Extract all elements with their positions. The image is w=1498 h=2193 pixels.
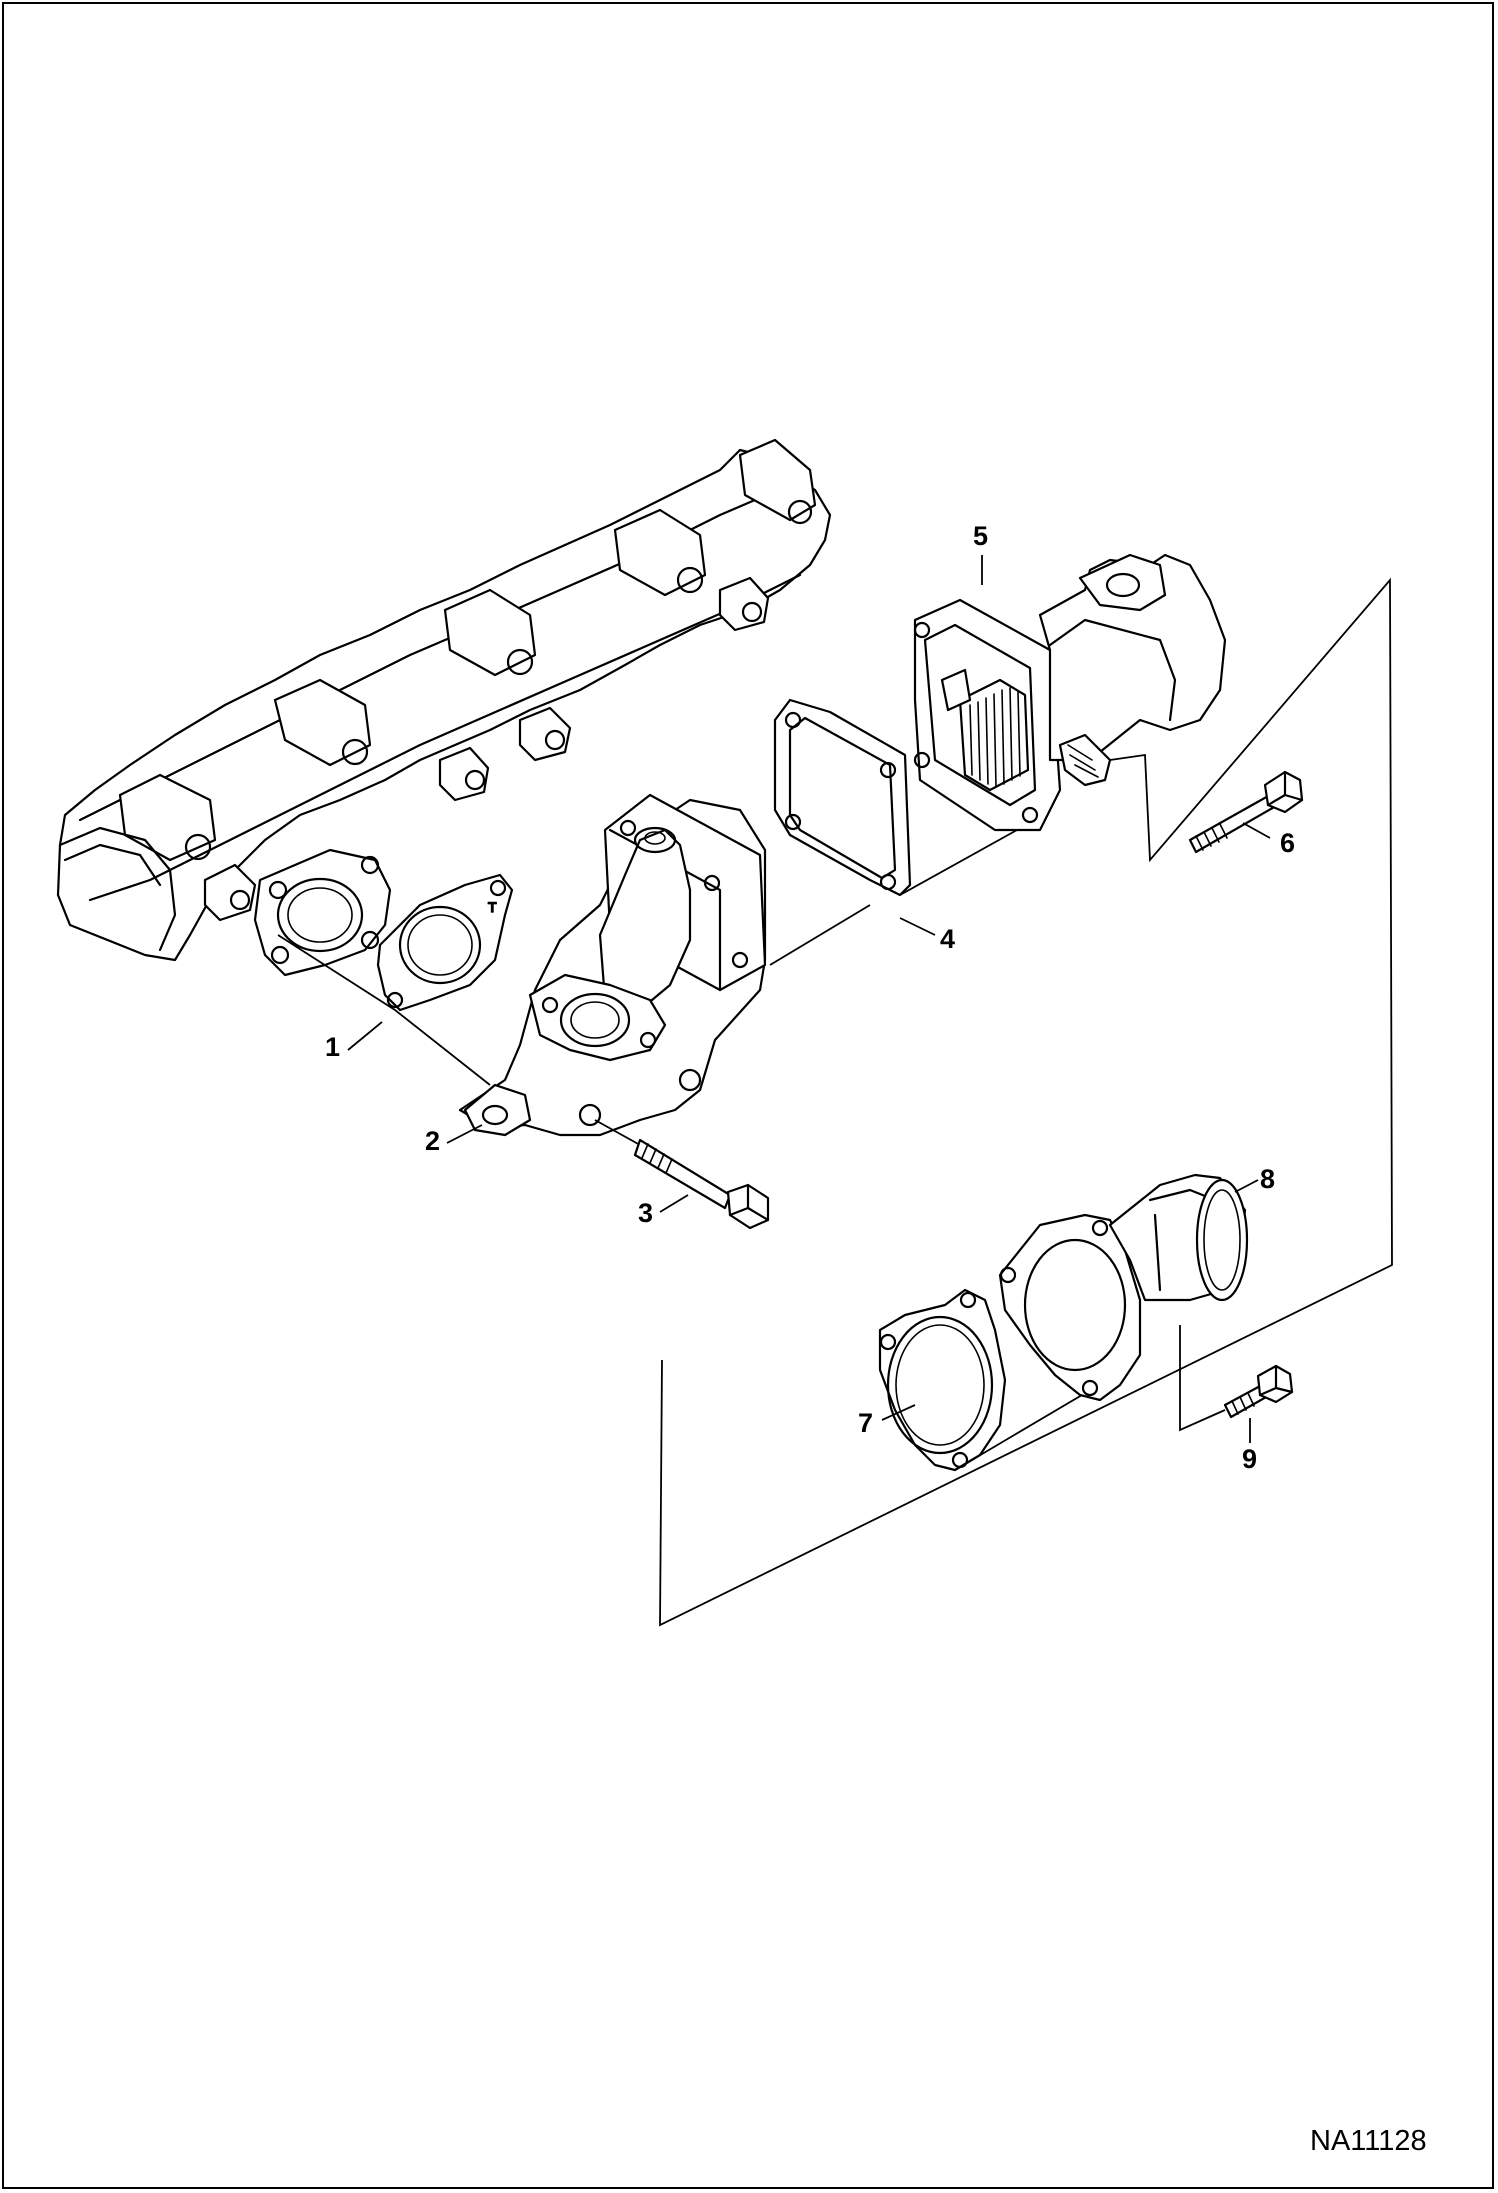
- assembly-line: [954, 1394, 1083, 1471]
- leader-1: [347, 1021, 383, 1051]
- outlet-part-8: [998, 1173, 1249, 1402]
- leader-8: [1234, 1179, 1259, 1193]
- leader-3: [659, 1194, 689, 1213]
- assembly-line: [769, 904, 871, 966]
- callout-6: 6: [1280, 828, 1295, 858]
- bolt-part-3: [594, 1119, 770, 1230]
- assembly-line: [899, 819, 1036, 896]
- heater-part-5: [913, 553, 1227, 832]
- callout-5: 5: [973, 521, 988, 551]
- callout-4: 4: [940, 924, 955, 954]
- assembly-line: [1179, 1325, 1226, 1432]
- gasket-part-4: [773, 698, 912, 897]
- figure-id: NA11128: [1310, 2125, 1427, 2157]
- manifold-part: [56, 438, 832, 977]
- leader-7: [881, 1404, 916, 1421]
- callout-9: 9: [1242, 1444, 1257, 1474]
- bolt-part-6: [1188, 770, 1304, 854]
- leader-2: [446, 1124, 483, 1144]
- assembly-line: [277, 934, 491, 1086]
- assembly-bracket: [659, 577, 1393, 1627]
- callout-3: 3: [638, 1198, 653, 1228]
- callout-2: 2: [425, 1126, 440, 1156]
- callout-1: 1: [325, 1032, 340, 1062]
- gasket-part-1: T: [376, 873, 514, 1012]
- housing-part-2: [458, 793, 767, 1137]
- callout-7: 7: [858, 1408, 873, 1438]
- bolt-part-9: [1223, 1364, 1294, 1419]
- leader-4: [899, 917, 936, 936]
- callout-8: 8: [1260, 1164, 1275, 1194]
- gasket-part-7: [878, 1288, 1007, 1472]
- leader-6: [1242, 822, 1271, 839]
- svg-text:T: T: [488, 899, 497, 915]
